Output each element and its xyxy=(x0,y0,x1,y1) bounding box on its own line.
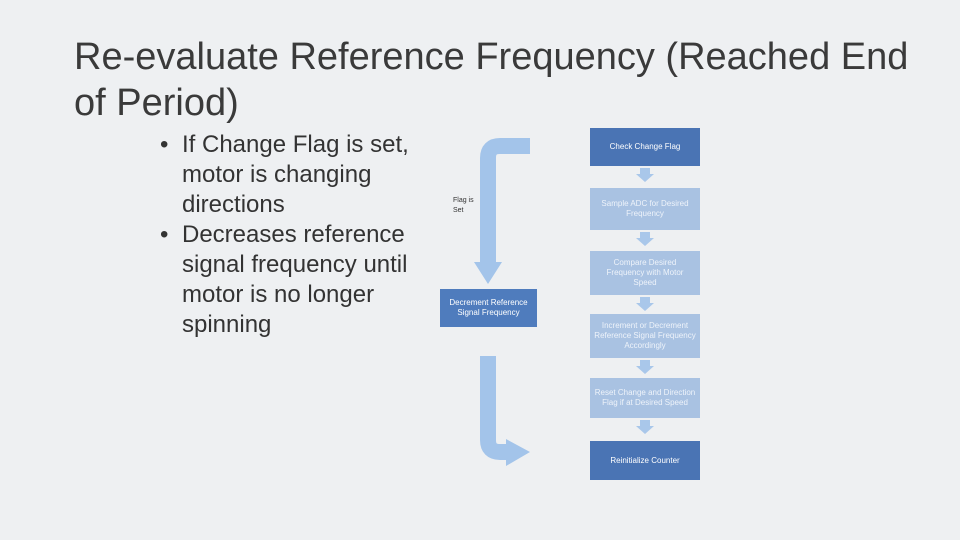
step-sample-adc: Sample ADC for Desired Frequency xyxy=(590,188,700,230)
down-arrow-icon xyxy=(636,420,654,434)
decrement-step: Decrement Reference Signal Frequency xyxy=(440,289,537,327)
down-arrow-icon xyxy=(636,360,654,374)
bullet-item: If Change Flag is set, motor is changing… xyxy=(158,130,438,220)
bullet-list: If Change Flag is set, motor is changing… xyxy=(158,130,438,340)
bullet-item: Decreases reference signal frequency unt… xyxy=(158,220,438,340)
step-reset-flags: Reset Change and Direction Flag if at De… xyxy=(590,378,700,418)
down-arrow-icon xyxy=(636,297,654,311)
down-arrow-icon xyxy=(636,168,654,182)
step-increment-decrement: Increment or Decrement Reference Signal … xyxy=(590,314,700,358)
branch-connector-arrow xyxy=(480,138,530,265)
down-arrow-icon xyxy=(636,232,654,246)
step-check-change-flag: Check Change Flag xyxy=(590,128,700,166)
branch-arrowhead xyxy=(474,262,502,284)
step-compare-frequency: Compare Desired Frequency with Motor Spe… xyxy=(590,251,700,295)
step-reinitialize-counter: Reinitialize Counter xyxy=(590,441,700,480)
branch-label: Flag is Set xyxy=(453,197,474,214)
return-connector-arrow xyxy=(480,356,508,460)
slide-title: Re-evaluate Reference Frequency (Reached… xyxy=(74,36,909,124)
return-arrowhead xyxy=(506,439,530,466)
